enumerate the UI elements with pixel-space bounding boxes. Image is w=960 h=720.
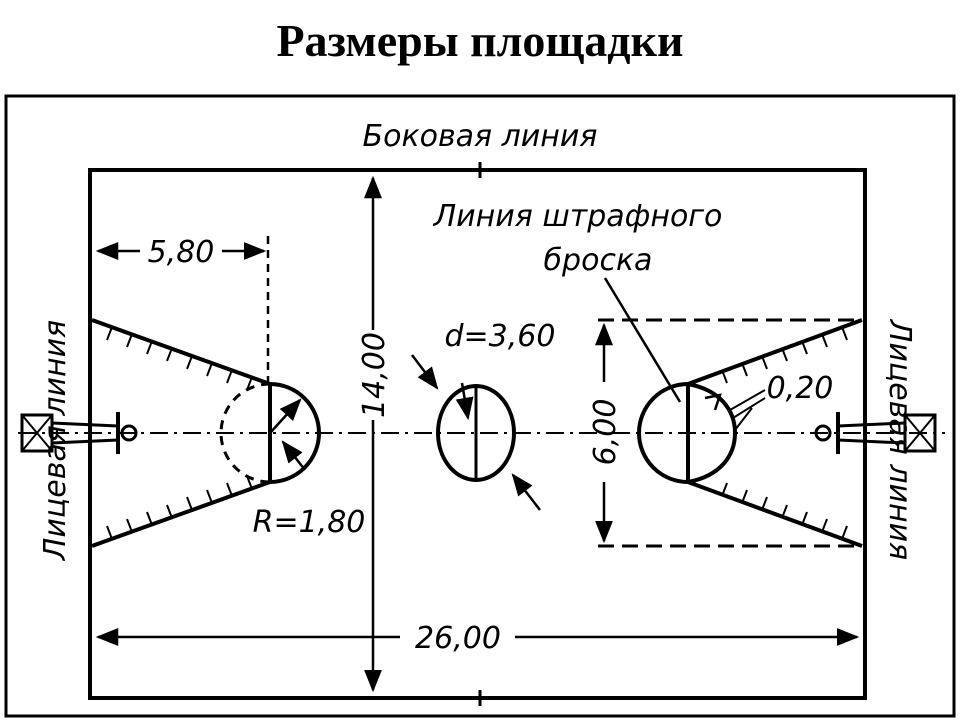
dim-14-00-label: 14,00 <box>357 332 392 418</box>
outer-frame <box>4 94 956 718</box>
page-title: Размеры площадки <box>276 15 684 66</box>
free-throw-label-2: броска <box>544 243 653 278</box>
dim-d-label: d=3,60 <box>445 319 556 354</box>
end-line-label-right: Лицевая линия <box>882 319 917 560</box>
dim-26-00-label: 26,00 <box>415 621 501 656</box>
sideline-label: Боковая линия <box>363 119 598 154</box>
dim-6-00-label: 6,00 <box>588 399 623 466</box>
free-throw-pointer <box>603 277 682 403</box>
right-basket-assembly <box>814 412 937 454</box>
end-line-label-left: Лицевая линия <box>38 320 73 561</box>
center-circle <box>411 354 541 511</box>
dim-r-label: R=1,80 <box>253 505 366 540</box>
right-restricted-area <box>637 318 863 548</box>
dim-0-20-label: 0,20 <box>767 371 834 406</box>
left-restricted-area <box>91 318 321 548</box>
left-basket-assembly <box>20 412 138 454</box>
free-throw-label-1: Линия штрафного <box>433 199 723 234</box>
dim-5-80-label: 5,80 <box>148 235 215 270</box>
